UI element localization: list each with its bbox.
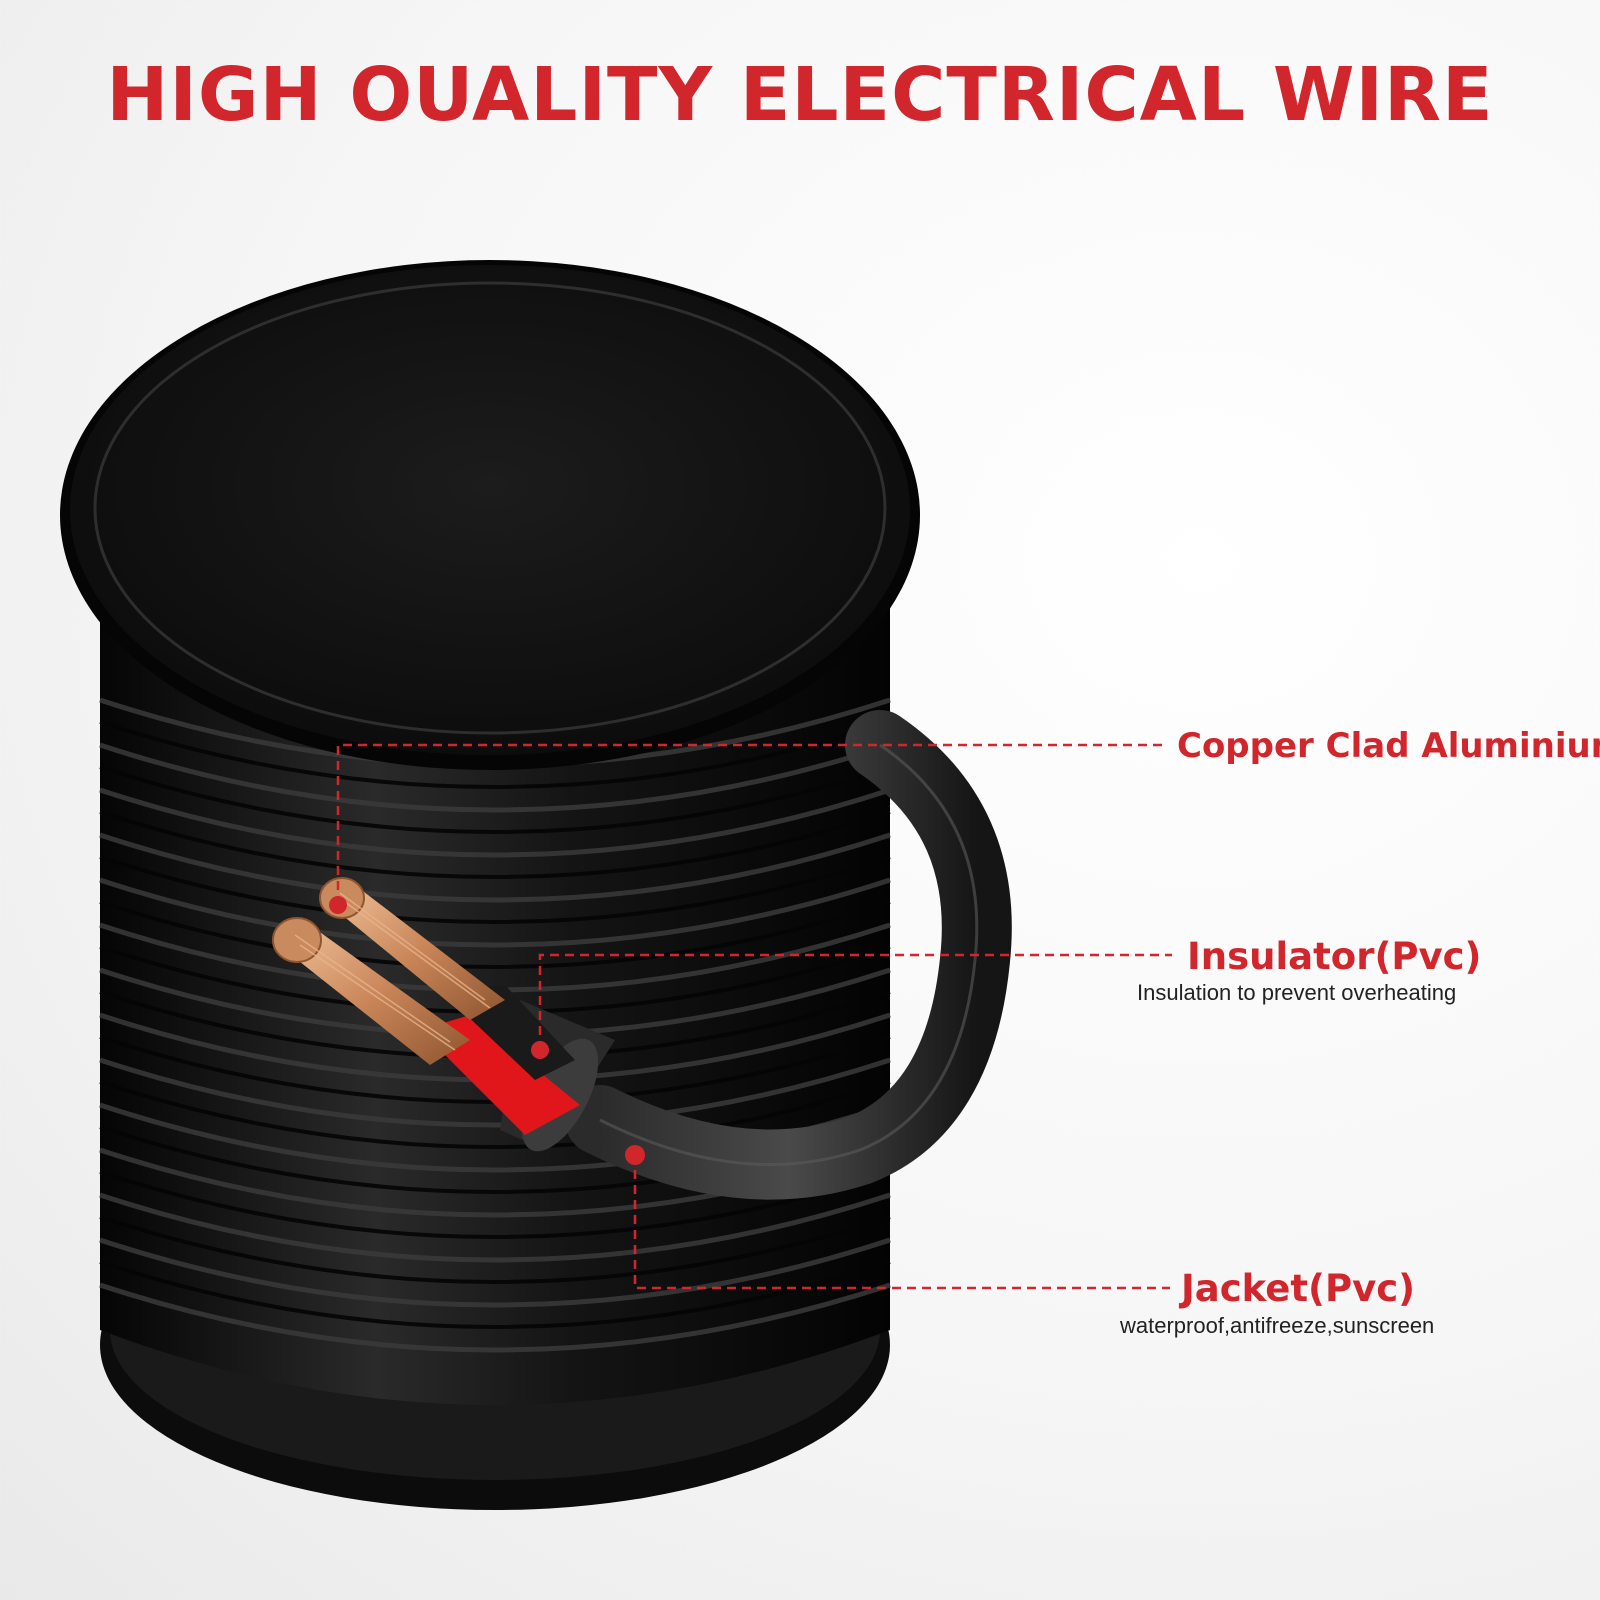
callout-dot-insulator [531,1041,549,1059]
callout-dot-conductor [329,896,347,914]
leader-line-insulator [538,953,1172,1050]
headline: HIGH OUALITY ELECTRICAL WIRE [106,52,1494,138]
callout-dot-jacket [625,1145,645,1165]
callout-insulator-subtitle: Insulation to prevent overheating [1137,980,1457,1005]
leader-line-conductor [336,743,1168,905]
callout-jacket-subtitle: waterproof,antifreeze,sunscreen [1120,1313,1435,1338]
callout-jacket-title: Jacket(Pvc) [1181,1267,1416,1310]
callout-conductor-title: Copper Clad Aluminium [1177,726,1600,766]
callout-insulator-title: Insulator(Pvc) [1187,935,1482,978]
